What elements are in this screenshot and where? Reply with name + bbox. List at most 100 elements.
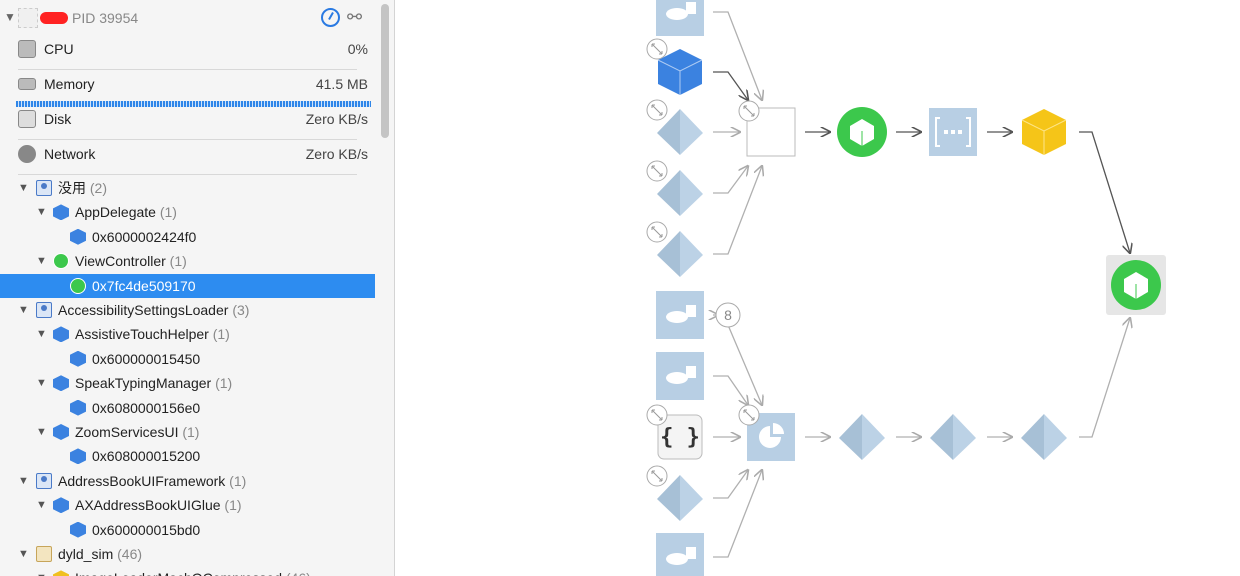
expand-icon[interactable] bbox=[646, 99, 668, 121]
pyramid-node[interactable] bbox=[1021, 414, 1067, 460]
expand-icon[interactable] bbox=[646, 160, 668, 182]
cube-icon bbox=[70, 521, 86, 538]
array-node[interactable] bbox=[929, 108, 977, 156]
tree-instance-row[interactable]: 0x600000015450 bbox=[0, 347, 375, 371]
tree-group-row[interactable]: ▼ZoomServicesUI (1) bbox=[0, 420, 375, 444]
reference-edge[interactable] bbox=[713, 166, 748, 194]
selected-instance-node[interactable] bbox=[1111, 260, 1161, 310]
expand-icon[interactable] bbox=[646, 404, 668, 426]
dictionary-node[interactable]: { } bbox=[657, 414, 703, 460]
collapse-icon[interactable] bbox=[738, 404, 760, 426]
gauge-disk[interactable]: Disk Zero KB/s bbox=[16, 106, 371, 140]
tree-group-row[interactable]: ▼ SpeakTypingManager (1) bbox=[0, 371, 375, 395]
reference-edge[interactable] bbox=[1079, 318, 1130, 438]
disclosure-triangle-icon[interactable]: ▼ bbox=[36, 206, 47, 219]
disclosure-triangle-icon[interactable]: ▼ bbox=[18, 304, 29, 316]
pyramid-node[interactable] bbox=[657, 231, 703, 277]
tree-label: AddressBookUIFramework (1) bbox=[58, 469, 246, 493]
yellow-object-node[interactable] bbox=[1021, 109, 1067, 155]
process-row[interactable]: ▼ PID 39954 bbox=[0, 6, 380, 30]
expand-icon[interactable] bbox=[646, 465, 668, 487]
disclosure-triangle-icon[interactable]: ▼ bbox=[18, 474, 29, 487]
reference-edge[interactable] bbox=[713, 166, 762, 255]
reference-edge[interactable] bbox=[713, 470, 762, 558]
disclosure-triangle-icon[interactable]: ▼ bbox=[18, 182, 29, 194]
pyramid-node[interactable] bbox=[930, 414, 976, 460]
tree-count: (46) bbox=[117, 546, 143, 562]
expand-icon[interactable] bbox=[646, 221, 668, 243]
disclosure-triangle-icon[interactable]: ▼ bbox=[36, 328, 47, 341]
tree-label: SpeakTypingManager (1) bbox=[75, 371, 232, 395]
redacted-name bbox=[40, 12, 68, 24]
expand-icon[interactable] bbox=[646, 38, 668, 60]
reference-edge[interactable] bbox=[713, 375, 748, 405]
network-icon bbox=[18, 145, 36, 163]
tree-group-row[interactable]: ▼ AXAddressBookUIGlue (1) bbox=[0, 493, 375, 517]
app-icon bbox=[18, 8, 38, 28]
reference-edge[interactable] bbox=[713, 470, 748, 499]
disclosure-triangle-icon[interactable]: ▼ bbox=[36, 255, 47, 268]
tree-group-row[interactable]: ▼ViewController (1) bbox=[0, 249, 375, 273]
instance-node[interactable] bbox=[657, 49, 703, 95]
gauge-label: Disk bbox=[44, 111, 72, 127]
tree-count: (3) bbox=[232, 302, 250, 318]
disclosure-triangle-icon[interactable]: ▼ bbox=[36, 426, 47, 438]
gauge-network[interactable]: Network Zero KB/s bbox=[16, 141, 371, 175]
tree-instance-row[interactable]: 0x6000002424f0 bbox=[0, 225, 375, 249]
cube-icon bbox=[70, 399, 86, 416]
reference-edge[interactable] bbox=[1079, 131, 1130, 253]
data-node[interactable] bbox=[656, 291, 704, 339]
tree-label: 0x7fc4de509170 bbox=[92, 274, 196, 298]
svg-text:8: 8 bbox=[724, 307, 732, 323]
tree-group-row[interactable]: ▼ AddressBookUIFramework (1) bbox=[0, 469, 375, 493]
pyramid-node[interactable] bbox=[657, 475, 703, 521]
disclosure-triangle-icon[interactable]: ▼ bbox=[4, 10, 16, 24]
scrollbar[interactable] bbox=[381, 4, 389, 138]
tree-instance-row[interactable]: 0x608000015200 bbox=[0, 444, 375, 468]
data-node[interactable] bbox=[656, 0, 704, 36]
reference-edge[interactable] bbox=[713, 11, 762, 100]
tree-label: AXAddressBookUIGlue (1) bbox=[75, 493, 242, 517]
tree-instance-row[interactable]: 0x600000015bd0 bbox=[0, 518, 375, 542]
tree-name: 0x608000015200 bbox=[92, 448, 201, 465]
tree-instance-row[interactable]: 0x6080000156e0 bbox=[0, 396, 375, 420]
gauge-value: Zero KB/s bbox=[305, 111, 368, 127]
reference-edge[interactable] bbox=[727, 324, 762, 405]
tree-count: (1) bbox=[182, 424, 200, 440]
pyramid-node[interactable] bbox=[657, 170, 703, 216]
tree-name: 0x600000015450 bbox=[92, 350, 201, 367]
tree-group-row[interactable]: ▼ dyld_sim (46) bbox=[0, 542, 375, 566]
tree-label: dyld_sim (46) bbox=[58, 542, 142, 566]
disclosure-triangle-icon[interactable]: ▼ bbox=[36, 566, 47, 576]
divider bbox=[18, 69, 357, 70]
greencube-icon bbox=[70, 277, 86, 294]
debug-navigator: ▼ PID 39954 ⚯ CPU 0% Memory 41.5 MB Disk… bbox=[0, 0, 395, 576]
pyramid-node[interactable] bbox=[657, 109, 703, 155]
module-icon bbox=[36, 180, 52, 196]
tree-group-row[interactable]: ▼ 没用 (2) bbox=[0, 176, 375, 200]
data-node[interactable] bbox=[656, 533, 704, 576]
gauge-memory[interactable]: Memory 41.5 MB bbox=[16, 71, 371, 107]
tree-group-row[interactable]: ▼AssistiveTouchHelper (1) bbox=[0, 322, 375, 346]
reference-edge[interactable] bbox=[713, 71, 748, 100]
tree-name: 没用 bbox=[58, 180, 86, 196]
viewcontroller-node[interactable] bbox=[837, 107, 887, 157]
memory-graph-icon[interactable]: ⚯ bbox=[347, 7, 363, 27]
collapse-icon[interactable] bbox=[738, 100, 760, 122]
disclosure-triangle-icon[interactable]: ▼ bbox=[36, 377, 47, 390]
tree-instance-row[interactable]: 0x7fc4de509170 bbox=[0, 273, 375, 298]
gauge-cpu[interactable]: CPU 0% bbox=[16, 36, 371, 70]
disclosure-triangle-icon[interactable]: ▼ bbox=[18, 548, 29, 560]
debug-gauges-icon[interactable] bbox=[321, 8, 340, 27]
tree-label: ImageLoaderMachOCompressed (46) bbox=[75, 566, 311, 576]
gauge-label: CPU bbox=[44, 41, 74, 57]
data-node[interactable] bbox=[656, 352, 704, 400]
tree-group-row[interactable]: ▼AccessibilitySettingsLoader (3) bbox=[0, 298, 375, 322]
tree-group-row[interactable]: ▼ ImageLoaderMachOCompressed (46) bbox=[0, 566, 375, 576]
tree-group-row[interactable]: ▼AppDelegate (1) bbox=[0, 200, 375, 224]
disclosure-triangle-icon[interactable]: ▼ bbox=[36, 499, 47, 512]
tree-label: 没用 (2) bbox=[58, 176, 107, 200]
cube-icon bbox=[70, 448, 86, 465]
pyramid-node[interactable] bbox=[839, 414, 885, 460]
reference-count-badge[interactable]: 8 bbox=[715, 302, 741, 328]
